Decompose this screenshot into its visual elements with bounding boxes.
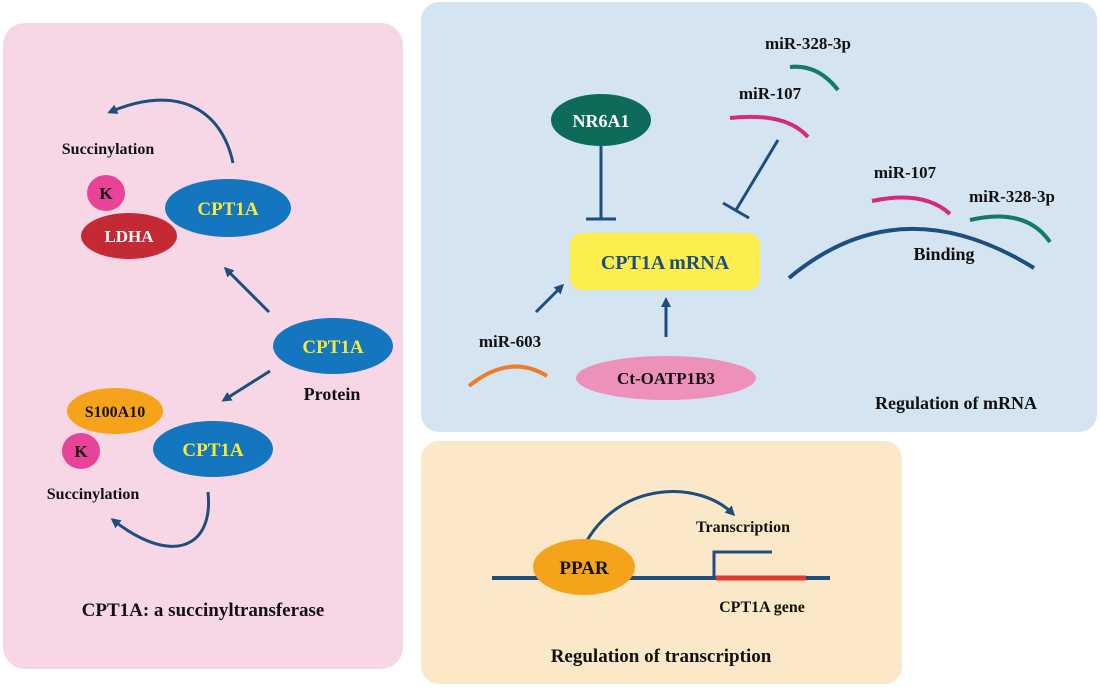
mir328-label: miR-328-3p [765, 34, 851, 53]
transcription-label: Transcription [696, 519, 790, 536]
lysine-node-bottom [62, 433, 100, 469]
lysine-label-bottom: K [74, 442, 88, 461]
transcription-start-site [712, 550, 772, 578]
panel-transcription-regulation [421, 441, 902, 684]
succinylation-arrow-bottom [110, 491, 211, 548]
ldha-node [81, 213, 177, 259]
left-panel-title: CPT1A: a succinyltransferase [82, 600, 325, 621]
cpt1a-gene-label: CPT1A gene [719, 599, 805, 616]
oatp-label: Ct-OATP1B3 [617, 369, 715, 388]
nr6a1-node [551, 94, 651, 146]
cpt1a-node-top [165, 179, 291, 237]
cpt1a-label-bottom: CPT1A [182, 440, 244, 461]
s100a10-node [67, 388, 163, 434]
binding-mir328-strand [969, 214, 1052, 244]
binding-label: Binding [913, 244, 974, 264]
arrow-mir603-to-mrna [534, 283, 565, 314]
ppar-label: PPAR [559, 558, 609, 579]
binding-mir107-strand [871, 195, 952, 216]
cpt1a-protein-node [273, 318, 393, 374]
s100a10-label: S100A10 [85, 404, 145, 421]
mrna-binding-strand [787, 226, 1036, 280]
binding-mir107-label: miR-107 [874, 163, 937, 182]
cpt1a-mrna-label: CPT1A mRNA [601, 252, 730, 274]
mrna-panel-title: Regulation of mRNA [875, 393, 1037, 413]
arrow-protein-to-s100a10-complex [221, 369, 271, 402]
cpt1a-node-bottom [153, 421, 273, 477]
transcription-panel-title: Regulation of transcription [551, 646, 772, 667]
ppar-node [533, 539, 635, 595]
ldha-label: LDHA [104, 227, 154, 246]
oatp-node [576, 356, 756, 400]
nr6a1-label: NR6A1 [573, 111, 630, 131]
transcription-arrow [582, 490, 736, 547]
succinylation-label-top: Succinylation [62, 141, 155, 158]
mir-inhibition-bar [722, 201, 750, 220]
lysine-node-top [87, 175, 125, 211]
succinylation-label-bottom: Succinylation [47, 486, 140, 503]
mir107-strand [729, 114, 810, 139]
succinylation-arrow-top [107, 98, 235, 164]
mir107-label: miR-107 [739, 84, 802, 103]
mir328-strand [789, 64, 840, 92]
mir603-strand [467, 364, 549, 388]
lysine-label-top: K [99, 184, 113, 203]
mir603-label: miR-603 [479, 332, 541, 351]
cpt1a-protein-label: CPT1A [302, 337, 364, 358]
protein-label: Protein [304, 384, 361, 404]
cpt1a-label-top: CPT1A [197, 199, 259, 220]
mir-inhibition-line [734, 139, 780, 211]
binding-mir328-label: miR-328-3p [969, 187, 1055, 206]
arrow-protein-to-ldha-complex [223, 266, 271, 314]
cpt1a-mrna-node [570, 233, 760, 290]
